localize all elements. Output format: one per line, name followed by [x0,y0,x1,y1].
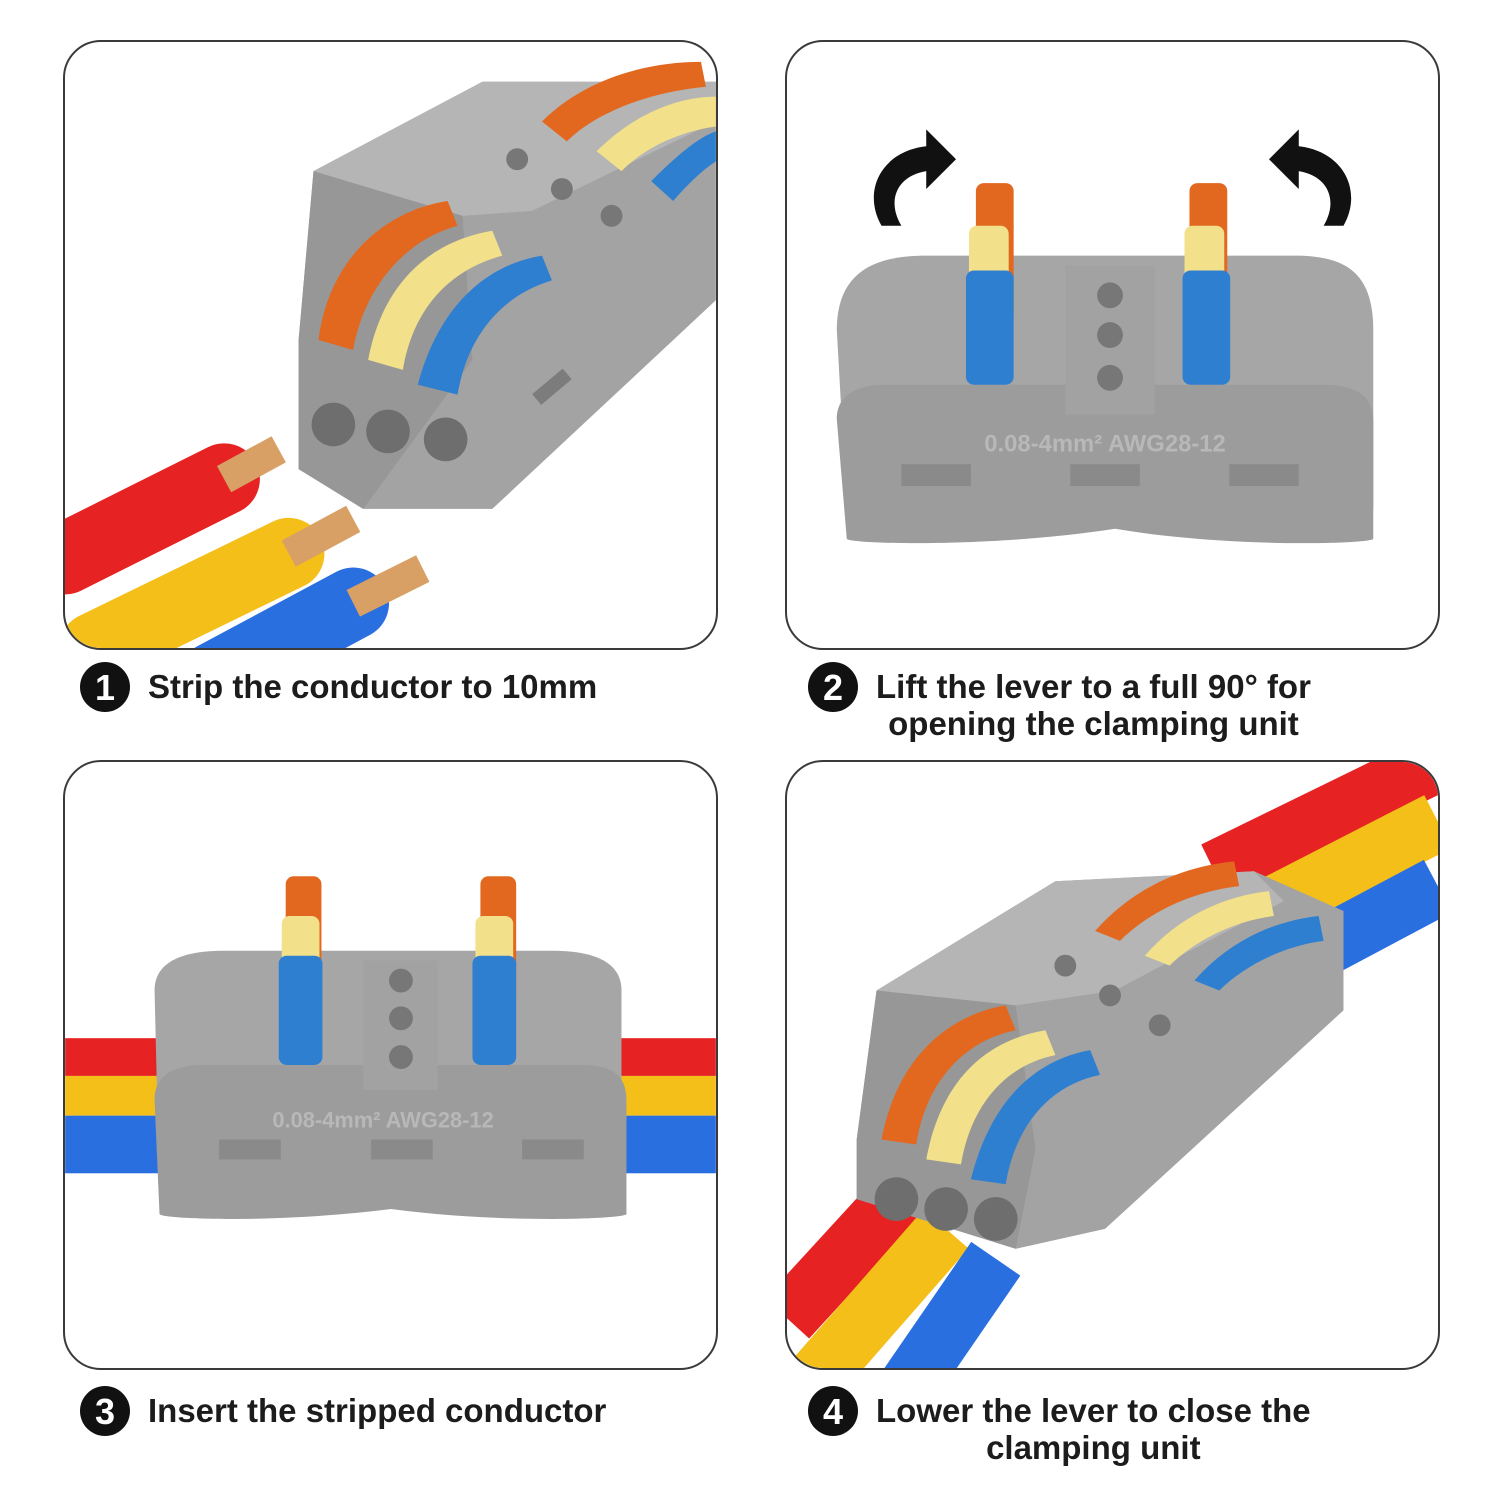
cqc-mark: CQC [1002,470,1033,486]
levers-front [318,200,552,395]
step-4-illustration [785,760,1440,1370]
step-2-caption: 2 Lift the lever to a full 90° for openi… [808,662,1311,742]
step-2-line-2: opening the clamping unit [888,705,1299,742]
step-1-line-1: Strip the conductor to 10mm [148,668,598,705]
step-1-illustration [63,40,718,650]
step-number-badge: 4 [808,1386,858,1436]
connector-levers-open-image: 0.08-4mm² AWG28-12 CQC CE [836,129,1374,544]
step-4-line-2: clamping unit [986,1429,1201,1466]
levers-raised-right [1182,183,1231,385]
stripped-wires [65,436,430,648]
step-1-text: Strip the conductor to 10mm [148,668,597,705]
connector-levers-closed-image [787,762,1438,1368]
levers-back [542,61,716,201]
ce-mark: CE [469,1142,491,1159]
ce-mark: CE [1182,467,1207,487]
step-number-badge: 3 [80,1386,130,1436]
connector-body: 0.08-4mm² AWG28-12 CQC CE [836,255,1374,544]
connector-wires-inserted-image: 0.08-4mm² AWG28-12 CQC CE [65,876,716,1219]
rating-label: 0.08-4mm² AWG28-12 [984,430,1225,457]
step-3-illustration: 0.08-4mm² AWG28-12 CQC CE [63,760,718,1370]
step-2-line-1: Lift the lever to a full 90° for [876,668,1311,705]
step-number-badge: 1 [80,662,130,712]
cqc-mark: CQC [311,1143,340,1158]
connector-with-stripped-wires-image [65,61,716,648]
step-2-text: Lift the lever to a full 90° for opening… [876,668,1311,742]
step-1-caption: 1 Strip the conductor to 10mm [80,662,597,712]
step-3-text: Insert the stripped conductor [148,1392,606,1429]
rotate-arrow-left-icon [873,129,957,226]
rotate-arrow-right-icon [1268,129,1352,226]
levers-raised-left [278,876,323,1065]
step-4-line-1: Lower the lever to close the [876,1392,1311,1429]
levers-raised-left [965,183,1014,385]
step-4-text: Lower the lever to close the clamping un… [876,1392,1311,1466]
levers-lowered [881,861,1324,1185]
levers-raised-right [472,876,517,1065]
step-3-caption: 3 Insert the stripped conductor [80,1386,606,1436]
rating-label: 0.08-4mm² AWG28-12 [272,1108,493,1133]
step-2-illustration: 0.08-4mm² AWG28-12 CQC CE [785,40,1440,650]
step-number-badge: 2 [808,662,858,712]
step-4-caption: 4 Lower the lever to close the clamping … [808,1386,1311,1466]
step-3-line-1: Insert the stripped conductor [148,1392,607,1429]
connector-body: 0.08-4mm² AWG28-12 CQC CE [154,950,627,1219]
